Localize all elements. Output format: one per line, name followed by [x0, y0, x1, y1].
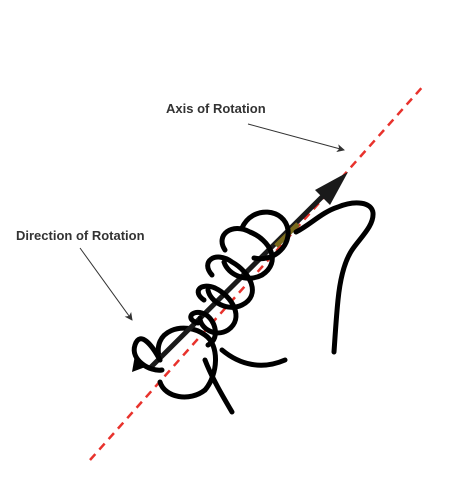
- direction-label-pointer: [79, 247, 133, 321]
- curved-rotation-arrow-icon: [132, 355, 148, 372]
- axis-label-pointer: [247, 123, 345, 153]
- rotation-curl-wrap: [157, 379, 208, 400]
- direction-of-rotation-label: Direction of Rotation: [16, 228, 145, 243]
- axis-of-rotation-line: [89, 83, 426, 461]
- axis-arrowhead: [315, 172, 348, 205]
- rotation-curl-front: [131, 336, 165, 373]
- axis-of-rotation-label: Axis of Rotation: [166, 101, 266, 116]
- rotation-curl-back: [155, 325, 218, 393]
- right-hand-thumb-up-icon: [188, 200, 376, 415]
